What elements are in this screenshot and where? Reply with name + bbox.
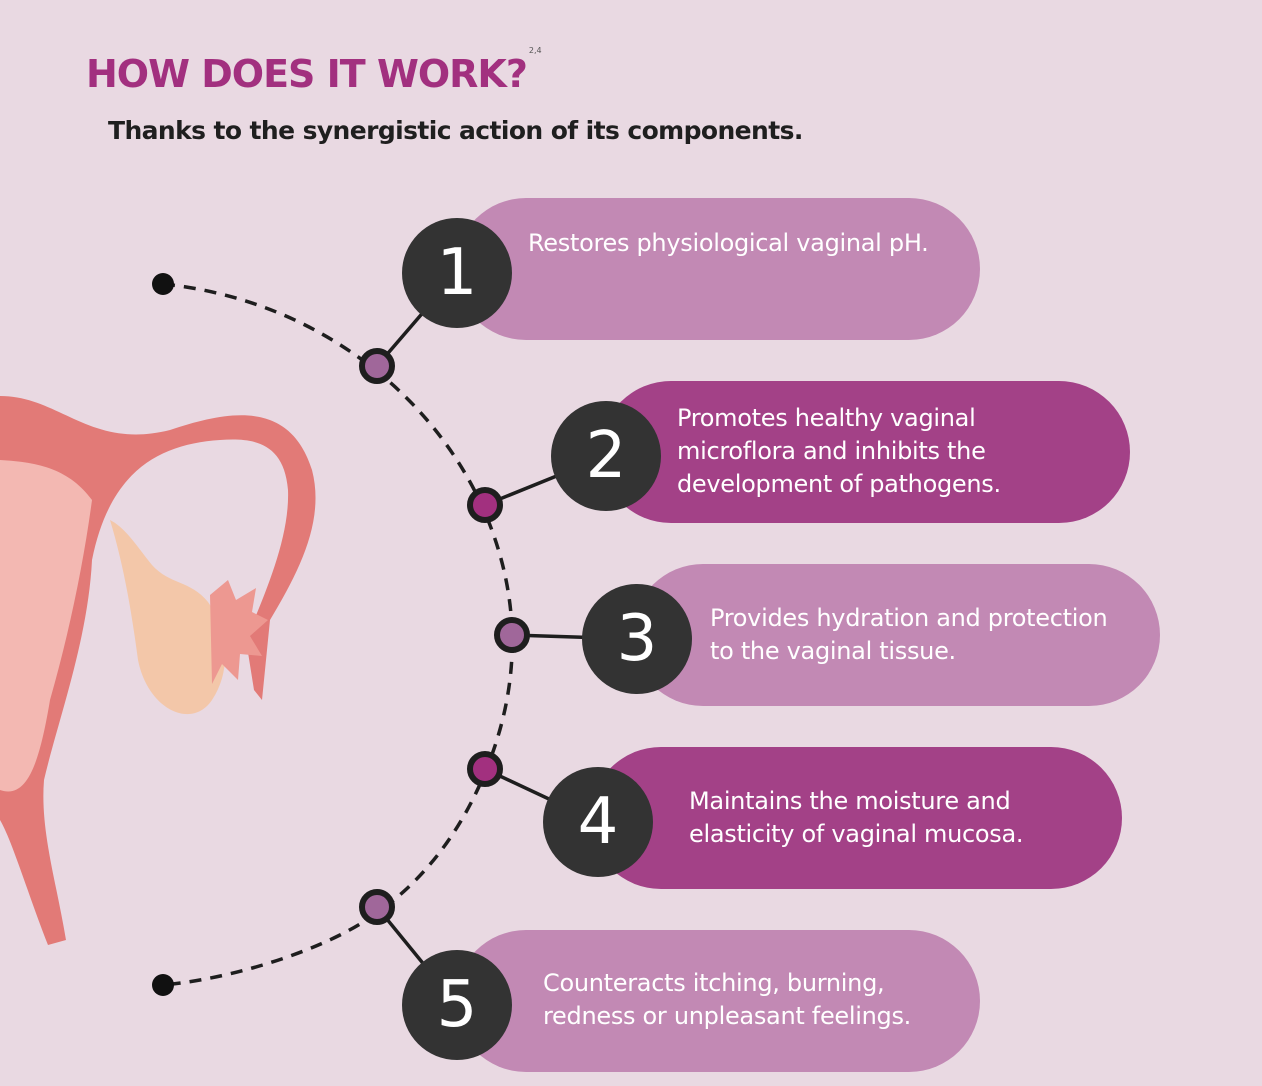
step-1-node xyxy=(359,348,395,384)
step-2-pill xyxy=(600,381,1130,523)
arc-end-dot xyxy=(152,974,174,996)
uterus-illustration xyxy=(0,396,316,945)
step-5-node xyxy=(359,889,395,925)
step-4-node xyxy=(467,751,503,787)
arc-start-dot xyxy=(152,273,174,295)
step-1-pill xyxy=(455,198,980,340)
nodes xyxy=(359,348,530,925)
step-2-text: Promotes healthy vaginal microflora and … xyxy=(677,404,1001,498)
step-2-number-badge: 2 xyxy=(551,401,661,511)
subtitle: Thanks to the synergistic action of its … xyxy=(108,116,803,145)
title-reference: 2,4 xyxy=(528,46,542,55)
step-5-pill xyxy=(455,930,980,1072)
step-3-pill xyxy=(632,564,1160,706)
step-5-text: Counteracts itching, burning, redness or… xyxy=(543,969,911,1030)
step-4-pill xyxy=(590,747,1122,889)
step-5-number-badge: 5 xyxy=(402,950,512,1060)
step-3-text: Provides hydration and protection to the… xyxy=(710,604,1108,665)
step-3-node xyxy=(494,617,530,653)
fimbriae xyxy=(210,580,268,684)
step-4-number-badge: 4 xyxy=(543,767,653,877)
title-text: HOW DOES IT WORK? xyxy=(86,52,528,96)
step-1-text: Restores physiological vaginal pH. xyxy=(528,229,929,257)
step-4-text: Maintains the moisture and elasticity of… xyxy=(689,787,1024,848)
uterus-inner xyxy=(0,460,92,792)
step-2-node xyxy=(467,487,503,523)
ovary xyxy=(110,520,226,715)
step-3-number-badge: 3 xyxy=(582,584,692,694)
page-title: HOW DOES IT WORK?2,4 xyxy=(86,46,542,96)
step-1-number-badge: 1 xyxy=(402,218,512,328)
